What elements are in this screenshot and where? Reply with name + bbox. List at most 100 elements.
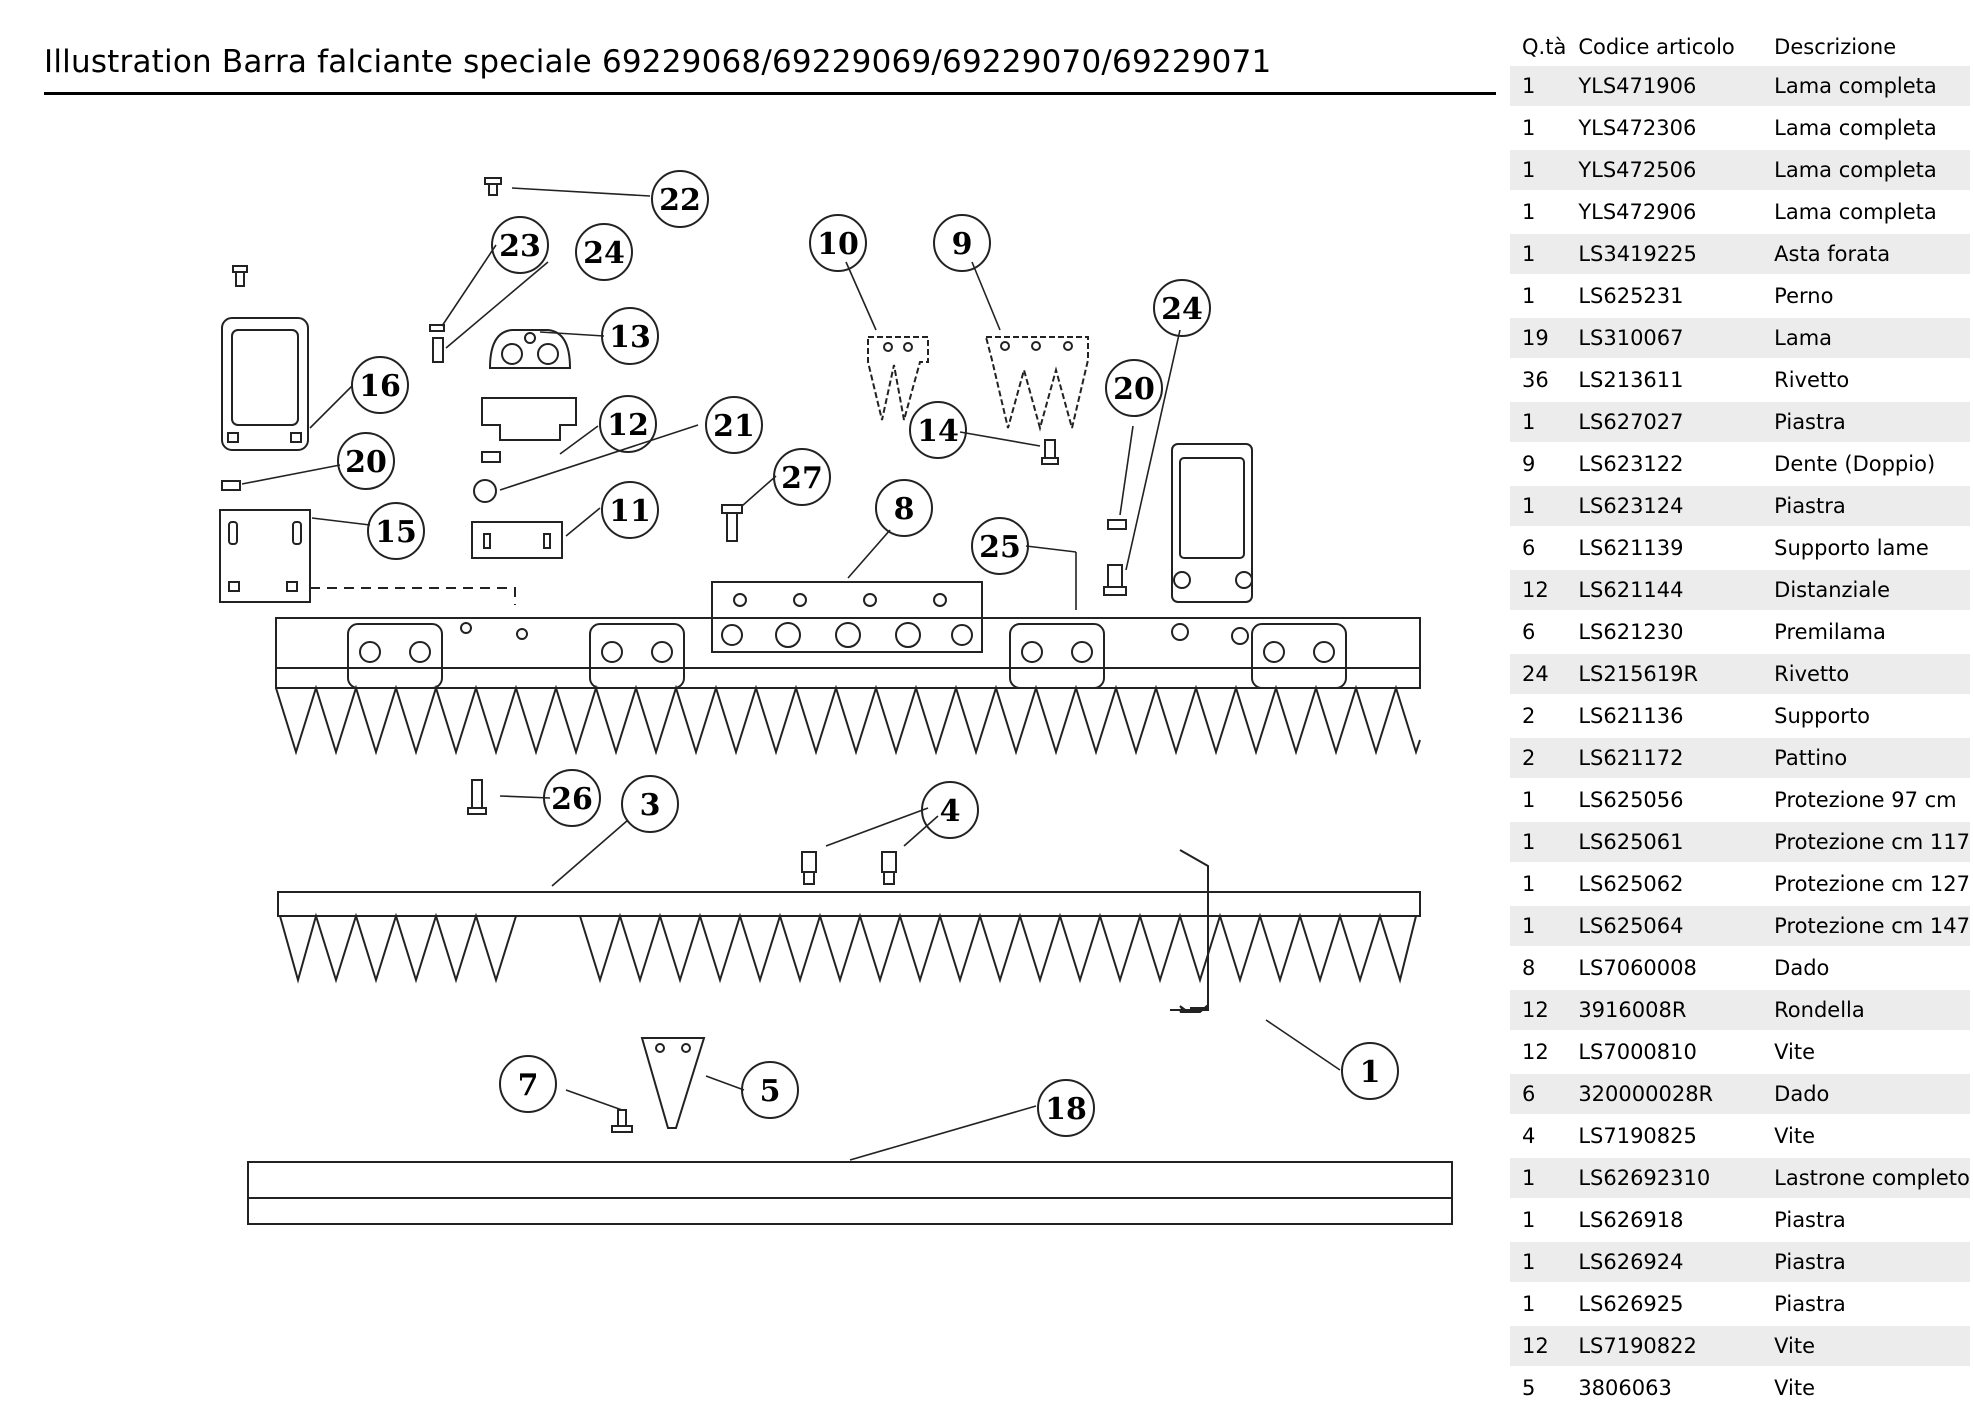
cell-code: LS625062 xyxy=(1566,863,1763,906)
cell-qty: 1 xyxy=(1510,1199,1567,1242)
column-header-description: Descrizione xyxy=(1774,35,1897,59)
cell-code: LS3419225 xyxy=(1566,233,1763,276)
cell-description: Supporto lame xyxy=(1762,527,1970,570)
cell-code: YLS472906 xyxy=(1566,191,1763,234)
cell-code: LS627027 xyxy=(1566,401,1763,444)
cell-code: LS215619R xyxy=(1566,653,1763,696)
cell-qty: 24 xyxy=(1510,653,1567,696)
cell-code: LS623124 xyxy=(1566,485,1763,528)
diagram-drawing xyxy=(219,170,1453,1225)
cell-code: LS7190822 xyxy=(1566,1325,1763,1368)
part-3-knife xyxy=(277,891,1421,984)
cell-code: 3916008R xyxy=(1566,989,1763,1032)
callout-label: 20 xyxy=(345,445,387,480)
cell-qty: 19 xyxy=(1510,317,1567,360)
cell-description: Piastra xyxy=(1762,485,1970,528)
cell-description: Lama completa xyxy=(1762,66,1970,108)
callout-label: 26 xyxy=(551,782,593,817)
cell-description: Protezione cm 127 xyxy=(1762,863,1970,906)
right-support xyxy=(1171,443,1253,603)
cell-qty: 2 xyxy=(1510,737,1567,780)
title-rule xyxy=(44,92,1496,95)
callout-label: 10 xyxy=(817,227,859,262)
page-title: Illustration Barra falciante speciale 69… xyxy=(44,44,1272,80)
callout-label: 24 xyxy=(583,236,625,271)
callout-circles xyxy=(337,170,1399,1137)
cell-description: Dado xyxy=(1762,1073,1970,1116)
cell-qty: 2 xyxy=(1510,695,1567,738)
cell-code: LS621230 xyxy=(1566,611,1763,654)
cell-qty: 1 xyxy=(1510,905,1567,948)
cell-qty: 1 xyxy=(1510,233,1567,276)
callout-label: 9 xyxy=(952,227,973,262)
cell-code: LS7190825 xyxy=(1566,1115,1763,1158)
cell-description: Protezione 97 cm xyxy=(1762,779,1970,822)
cell-code: LS625056 xyxy=(1566,779,1763,822)
part-7-screw xyxy=(611,1109,633,1133)
cell-qty: 1 xyxy=(1510,66,1567,108)
cell-code: LS621144 xyxy=(1566,569,1763,612)
callout-label: 3 xyxy=(640,788,661,823)
cell-description: Dado xyxy=(1762,947,1970,990)
cell-qty: 6 xyxy=(1510,527,1567,570)
part-11-spacer xyxy=(471,521,563,559)
cell-description: Lama completa xyxy=(1762,191,1970,234)
callout-label: 13 xyxy=(609,320,651,355)
cell-qty: 12 xyxy=(1510,1325,1567,1368)
cell-qty: 1 xyxy=(1510,107,1567,150)
callout-label: 23 xyxy=(499,229,541,264)
callout-label: 14 xyxy=(917,414,959,449)
cell-description: Pattino xyxy=(1762,737,1970,780)
assembled-cutter-bar xyxy=(275,617,1421,756)
part-27-bolt xyxy=(721,504,743,542)
callout-label: 4 xyxy=(940,794,961,829)
cell-qty: 5 xyxy=(1510,1367,1567,1410)
part-12-pin xyxy=(481,451,501,463)
part-9-double-blade xyxy=(984,336,1089,432)
part-16-plate xyxy=(221,317,309,451)
cell-qty: 1 xyxy=(1510,401,1567,444)
cell-code: YLS472306 xyxy=(1566,107,1763,150)
cell-qty: 4 xyxy=(1510,1115,1567,1158)
cell-qty: 1 xyxy=(1510,821,1567,864)
part-4-bolts xyxy=(801,851,897,885)
cell-qty: 36 xyxy=(1510,359,1567,402)
cell-code: LS626925 xyxy=(1566,1283,1763,1326)
callout-label: 18 xyxy=(1045,1092,1087,1127)
cell-description: Rondella xyxy=(1762,989,1970,1032)
column-header-code: Codice articolo xyxy=(1578,35,1735,59)
callout-label: 16 xyxy=(359,369,401,404)
cell-code: LS623122 xyxy=(1566,443,1763,486)
cell-description: Lama completa xyxy=(1762,107,1970,150)
column-header-qty: Q.tà xyxy=(1522,35,1567,59)
cell-description: Piastra xyxy=(1762,401,1970,444)
cell-description: Vite xyxy=(1762,1325,1970,1368)
table-header-row: Q.tà Codice articolo Descrizione xyxy=(1510,28,1970,66)
cell-description: Asta forata xyxy=(1762,233,1970,276)
bolt-top-left xyxy=(232,265,248,287)
cell-description: Protezione cm 147 xyxy=(1762,905,1970,948)
part-1-bracket-line xyxy=(1178,1002,1209,1011)
cell-code: LS310067 xyxy=(1566,317,1763,360)
cell-qty: 6 xyxy=(1510,1073,1567,1116)
cell-code: LS7060008 xyxy=(1566,947,1763,990)
cell-code: 320000028R xyxy=(1566,1073,1763,1116)
cell-description: Lastrone completo xyxy=(1762,1157,1970,1200)
callout-label: 24 xyxy=(1161,292,1203,327)
cell-description: Lama xyxy=(1762,317,1970,360)
part-21-washer xyxy=(473,479,497,503)
